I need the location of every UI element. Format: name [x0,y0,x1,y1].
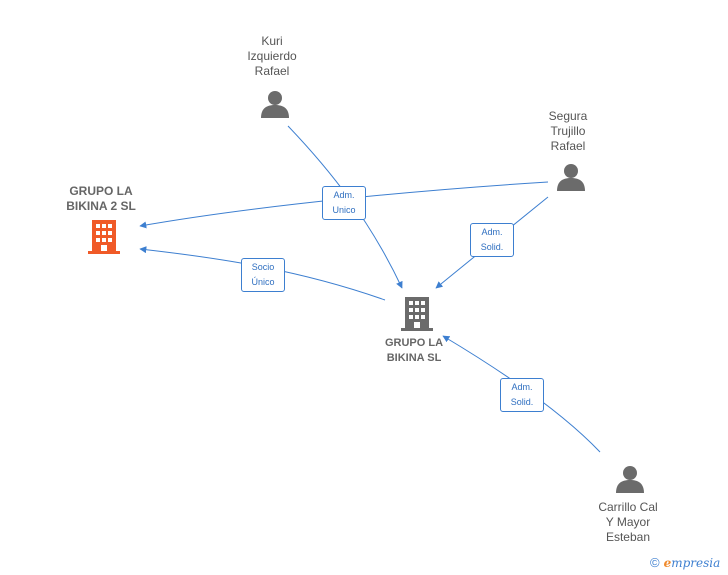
footer-brand: © empresia [650,555,720,570]
company-name-bikina[interactable]: GRUPO LA BIKINA SL [384,337,444,364]
empresia-logo: empresia [663,555,721,570]
person-name-segura[interactable]: Segura Trujillo Rafael [548,109,588,153]
copyright-symbol: © [650,555,660,570]
person-icon[interactable] [557,164,585,191]
edge-label-adm-unico: Adm. Unico [322,186,366,220]
edge-label-adm-solid: Adm. Solid. [470,223,514,257]
building-icon[interactable] [401,297,433,331]
building-icon-highlighted[interactable] [88,220,120,254]
company-name-bikina2[interactable]: GRUPO LA BIKINA 2 SL [66,184,136,213]
person-name-kuri[interactable]: Kuri Izquierdo Rafael [247,34,297,78]
edge-label-socio-unico: Socio Único [241,258,285,292]
person-icon[interactable] [261,91,289,118]
person-name-carrillo[interactable]: Carrillo Cal Y Mayor Esteban [598,500,658,544]
edge-label-adm-solid: Adm. Solid. [500,378,544,412]
person-icon[interactable] [616,466,644,493]
